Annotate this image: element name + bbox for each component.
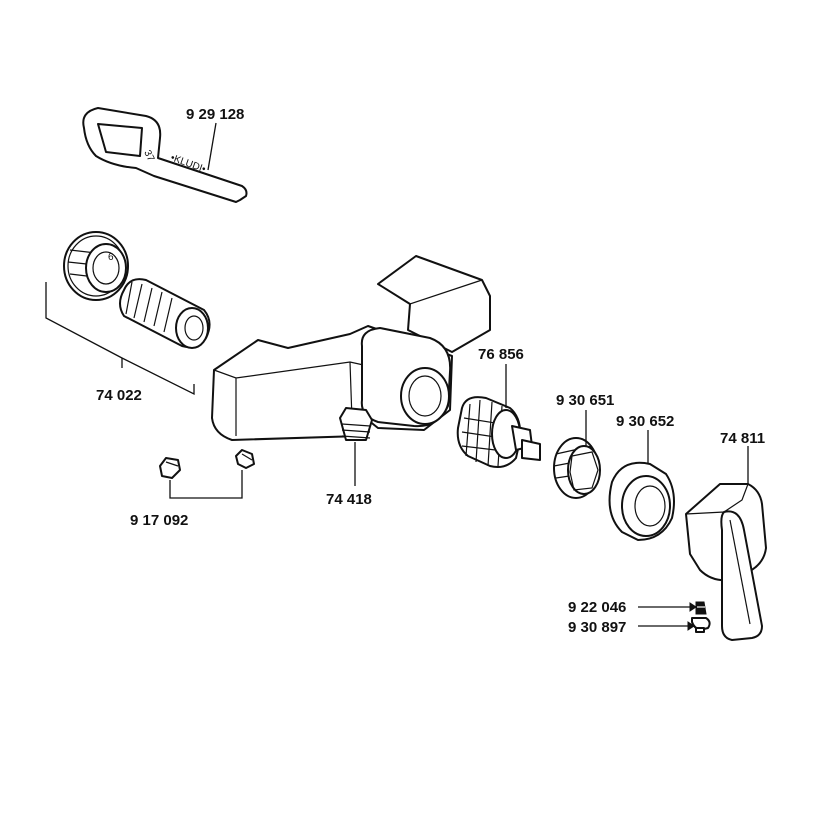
label-connectors: 74 022 xyxy=(96,387,142,404)
wrench-size-text: 37 xyxy=(141,148,156,163)
nut-part xyxy=(553,437,601,499)
cap-part xyxy=(691,617,711,633)
cover-part xyxy=(608,461,675,541)
mixer-body-part xyxy=(211,255,491,441)
handle-part xyxy=(685,483,767,641)
screw-left-part xyxy=(159,457,181,479)
label-handle: 74 811 xyxy=(720,430,765,447)
wrench-part: 37 •KLUDI• xyxy=(82,107,248,203)
label-cover: 9 30 652 xyxy=(616,413,674,430)
screws-bracket-line xyxy=(169,470,243,499)
label-cartridge: 76 856 xyxy=(478,346,524,363)
connector-threaded-part xyxy=(119,278,211,349)
grub-screw-arrow-icon xyxy=(689,602,697,612)
cartridge-part xyxy=(456,396,541,468)
wrench-leader-line xyxy=(207,122,217,171)
cap-arrow-icon xyxy=(687,621,695,631)
label-nut: 9 30 651 xyxy=(556,392,614,409)
label-grub-screw: 9 22 046 xyxy=(568,599,626,616)
label-cap: 9 30 897 xyxy=(568,619,626,636)
grub-screw-part xyxy=(695,601,707,615)
label-wrench: 9 29 128 xyxy=(186,106,244,123)
screw-right-part xyxy=(235,449,255,469)
label-nipple: 74 418 xyxy=(326,491,372,508)
label-screws: 9 17 092 xyxy=(130,512,188,529)
connector-mark-text: 6 xyxy=(108,252,114,263)
connector-ring-part: 6 xyxy=(63,231,129,301)
